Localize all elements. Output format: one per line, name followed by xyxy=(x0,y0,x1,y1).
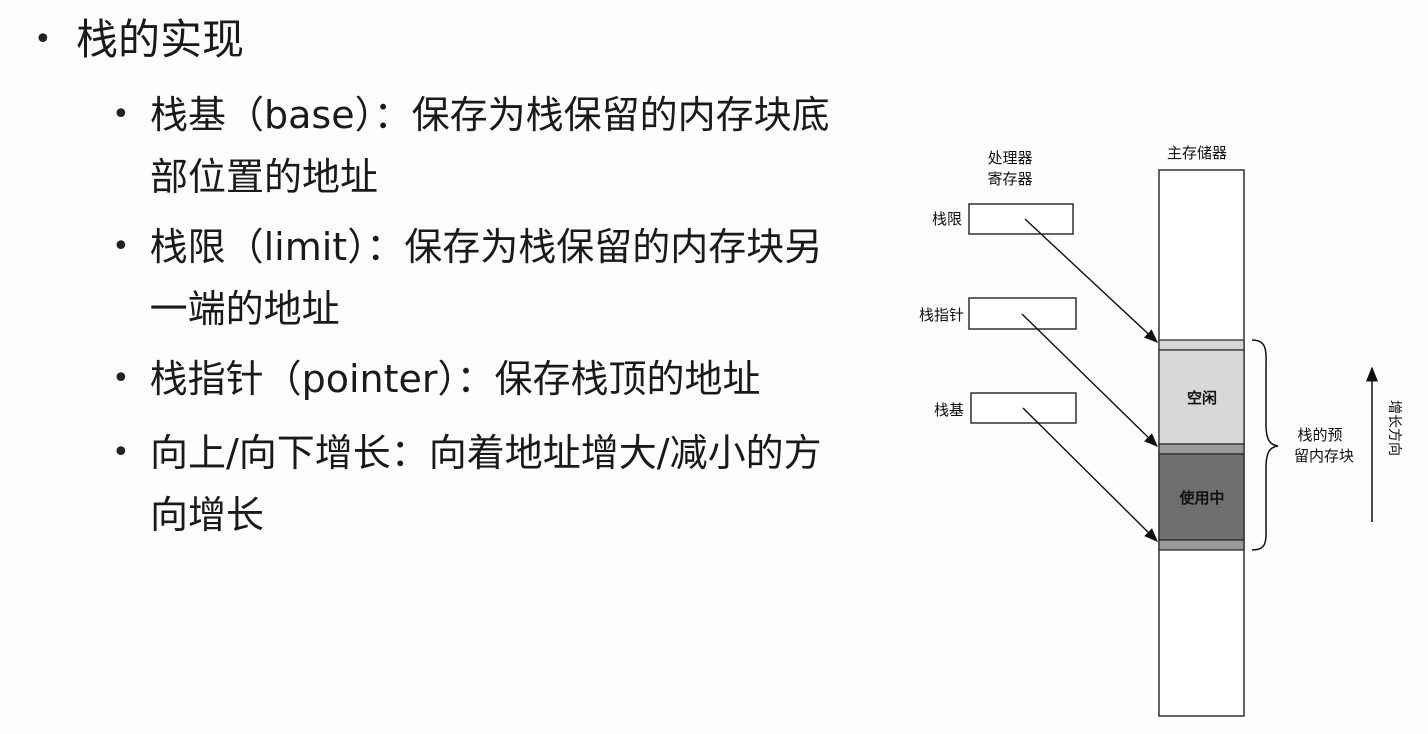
bullet-text: 栈指针（pointer）：保存栈顶的地址 xyxy=(149,357,761,401)
free-region xyxy=(1158,349,1245,445)
used-label: 使用中 xyxy=(1178,489,1224,507)
free-label: 空闲 xyxy=(1187,389,1217,407)
pointer-band xyxy=(1158,443,1245,455)
register-limit-label: 栈限 xyxy=(932,210,962,228)
limit-band xyxy=(1158,339,1245,351)
used-region xyxy=(1158,453,1245,541)
register-pointer-label: 栈指针 xyxy=(919,306,964,324)
base-band xyxy=(1158,539,1245,551)
main-memory-label: 主存储器 xyxy=(1167,144,1227,162)
stack-memory-diagram: 处理器 寄存器 主存储器 栈限 栈指针 栈基 空闲 使用中 栈的预 留内存块 增… xyxy=(919,144,1402,717)
reserved-block-label: 留内存块 xyxy=(1294,447,1354,465)
base-arrow xyxy=(1022,407,1158,542)
register-limit-box xyxy=(968,203,1074,235)
bullet-item-limit: • 栈限（limit）：保存为栈保留的内存块另一端的地址 xyxy=(112,216,852,340)
bullet-dot: • xyxy=(112,97,130,132)
bullet-text: 栈基（base）：保存为栈保留的内存块底部位置的地址 xyxy=(150,93,830,199)
register-base-label: 栈基 xyxy=(934,401,964,419)
register-pointer-box xyxy=(968,297,1077,330)
bullet-dot: • xyxy=(112,361,130,396)
bullet-item-base: • 栈基（base）：保存为栈保留的内存块底部位置的地址 xyxy=(112,84,852,208)
bullet-dot: • xyxy=(112,229,130,264)
processor-registers-label: 处理器 xyxy=(987,149,1032,167)
bullet-dot: • xyxy=(34,22,52,57)
bullet-item-growth: • 向上/向下增长：向着地址增大/减小的方向增长 xyxy=(112,422,852,546)
heading-row: • 栈的实现 xyxy=(34,6,244,74)
growth-label: 增长方向 xyxy=(1386,400,1402,456)
bullet-text: 向上/向下增长：向着地址增大/减小的方向增长 xyxy=(150,431,822,537)
bullet-dot: • xyxy=(112,435,130,470)
slide-heading: 栈的实现 xyxy=(76,15,245,64)
processor-registers-label: 寄存器 xyxy=(987,170,1032,188)
pointer-arrow xyxy=(1021,313,1159,447)
reserved-block-brace xyxy=(1251,339,1279,551)
bullet-item-pointer: • 栈指针（pointer）：保存栈顶的地址 xyxy=(112,348,852,410)
reserved-block-label: 栈的预 xyxy=(1297,426,1342,444)
limit-arrow xyxy=(1024,218,1159,343)
bullet-text: 栈限（limit）：保存为栈保留的内存块另一端的地址 xyxy=(149,225,823,331)
